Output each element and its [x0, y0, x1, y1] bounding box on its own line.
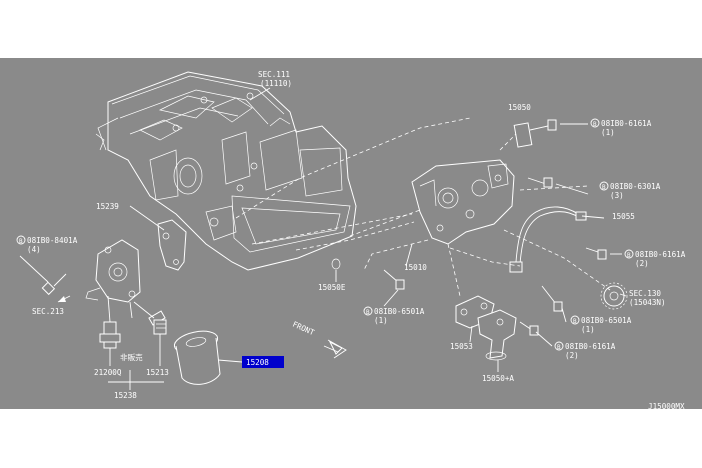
label-21200q[interactable]: 21200Q: [94, 368, 122, 377]
label-bolt-6501a-right-qty: (1): [581, 325, 595, 334]
label-sec213[interactable]: SEC.213: [32, 307, 64, 316]
label-bolt-6301a-qty: (3): [610, 191, 624, 200]
leader-lines: [19, 87, 627, 390]
label-15050e[interactable]: 15050E: [318, 283, 346, 292]
bolt-mark-4: B: [573, 318, 577, 325]
label-15050[interactable]: 15050: [508, 103, 531, 112]
o-ring-15050e-illustration: [331, 258, 341, 270]
label-15239[interactable]: 15239: [96, 202, 119, 211]
bolt-8401a-illustration: [41, 273, 67, 296]
label-bolt-6161a-mid-qty: (2): [635, 259, 649, 268]
label-15050a[interactable]: 15050+A: [482, 374, 514, 383]
part-15050-illustration: [513, 119, 588, 148]
valve-21200q-illustration: [99, 321, 121, 349]
label-bolt-6161a-low[interactable]: 08IB0-6161A: [565, 342, 616, 351]
bolt-markers: B B B B B B B: [16, 118, 634, 351]
label-bolt-6501a-right[interactable]: 08IB0-6501A: [581, 316, 632, 325]
label-bolt-6161a-top[interactable]: 08IB0-6161A: [601, 119, 652, 128]
label-front: FRONT: [291, 320, 316, 338]
label-sec130-sub: (15043N): [629, 298, 666, 307]
label-bolt-6501a-left-qty: (1): [374, 316, 388, 325]
label-15010[interactable]: 15010: [404, 263, 427, 272]
oil-filter-15208-illustration: [173, 330, 221, 385]
bolt-6501a-right-illustration: [541, 285, 563, 312]
bolt-6161a-mid-illustration: [585, 247, 607, 260]
label-bolt-8401a[interactable]: 08IB0-8401A: [27, 236, 78, 245]
label-bolt-6161a-low-qty: (2): [565, 351, 579, 360]
part-labels: SEC.111 (11110) 15050 08IB0-6161A (1) 08…: [27, 70, 686, 411]
assembly-lines: [235, 117, 611, 297]
label-bolt-6161a-top-qty: (1): [601, 128, 615, 137]
sprocket-illustration: [600, 282, 628, 310]
label-15213[interactable]: 15213: [146, 368, 169, 377]
diagram-code: J15000MX: [648, 402, 685, 411]
oil-pump-15010-illustration: [411, 159, 515, 245]
label-bolt-6501a-left[interactable]: 08IB0-6501A: [374, 307, 425, 316]
label-sec130[interactable]: SEC.130: [629, 289, 661, 298]
label-15055[interactable]: 15055: [612, 212, 635, 221]
part-15208-highlight: [242, 356, 284, 368]
cylinder-block-illustration: [95, 71, 357, 271]
bolt-6501a-left-illustration: [383, 269, 405, 290]
label-15208[interactable]: 15208: [246, 358, 269, 367]
bolt-6301a-illustration: [527, 177, 553, 188]
label-bolt-8401a-qty: (4): [27, 245, 41, 254]
filter-bracket-illustration: [85, 239, 141, 303]
bolt-mark-1: B: [593, 121, 597, 128]
label-bolt-6161a-mid[interactable]: 08IB0-6161A: [635, 250, 686, 259]
label-sec111-sub: (11110): [260, 79, 292, 88]
label-not-sold: 非販売: [120, 352, 143, 362]
label-sec111[interactable]: SEC.111: [258, 70, 290, 79]
bolt-mark-5: B: [557, 344, 561, 351]
strainer-15050a-illustration: [477, 309, 517, 361]
label-bolt-6301a[interactable]: 08IB0-6301A: [610, 182, 661, 191]
bolt-6161a-low-illustration: [519, 321, 539, 336]
bolt-mark-3: B: [627, 252, 631, 259]
gasket-15239-illustration: [157, 219, 187, 271]
front-arrow: [323, 339, 347, 359]
bolt-mark-2: B: [602, 184, 606, 191]
tube-15055-illustration: [509, 206, 587, 273]
label-15053[interactable]: 15053: [450, 342, 473, 351]
label-15238[interactable]: 15238: [114, 391, 137, 400]
connector-15213-illustration: [148, 310, 167, 335]
bolt-mark-7: B: [19, 238, 23, 245]
bolt-mark-6: B: [366, 309, 370, 316]
